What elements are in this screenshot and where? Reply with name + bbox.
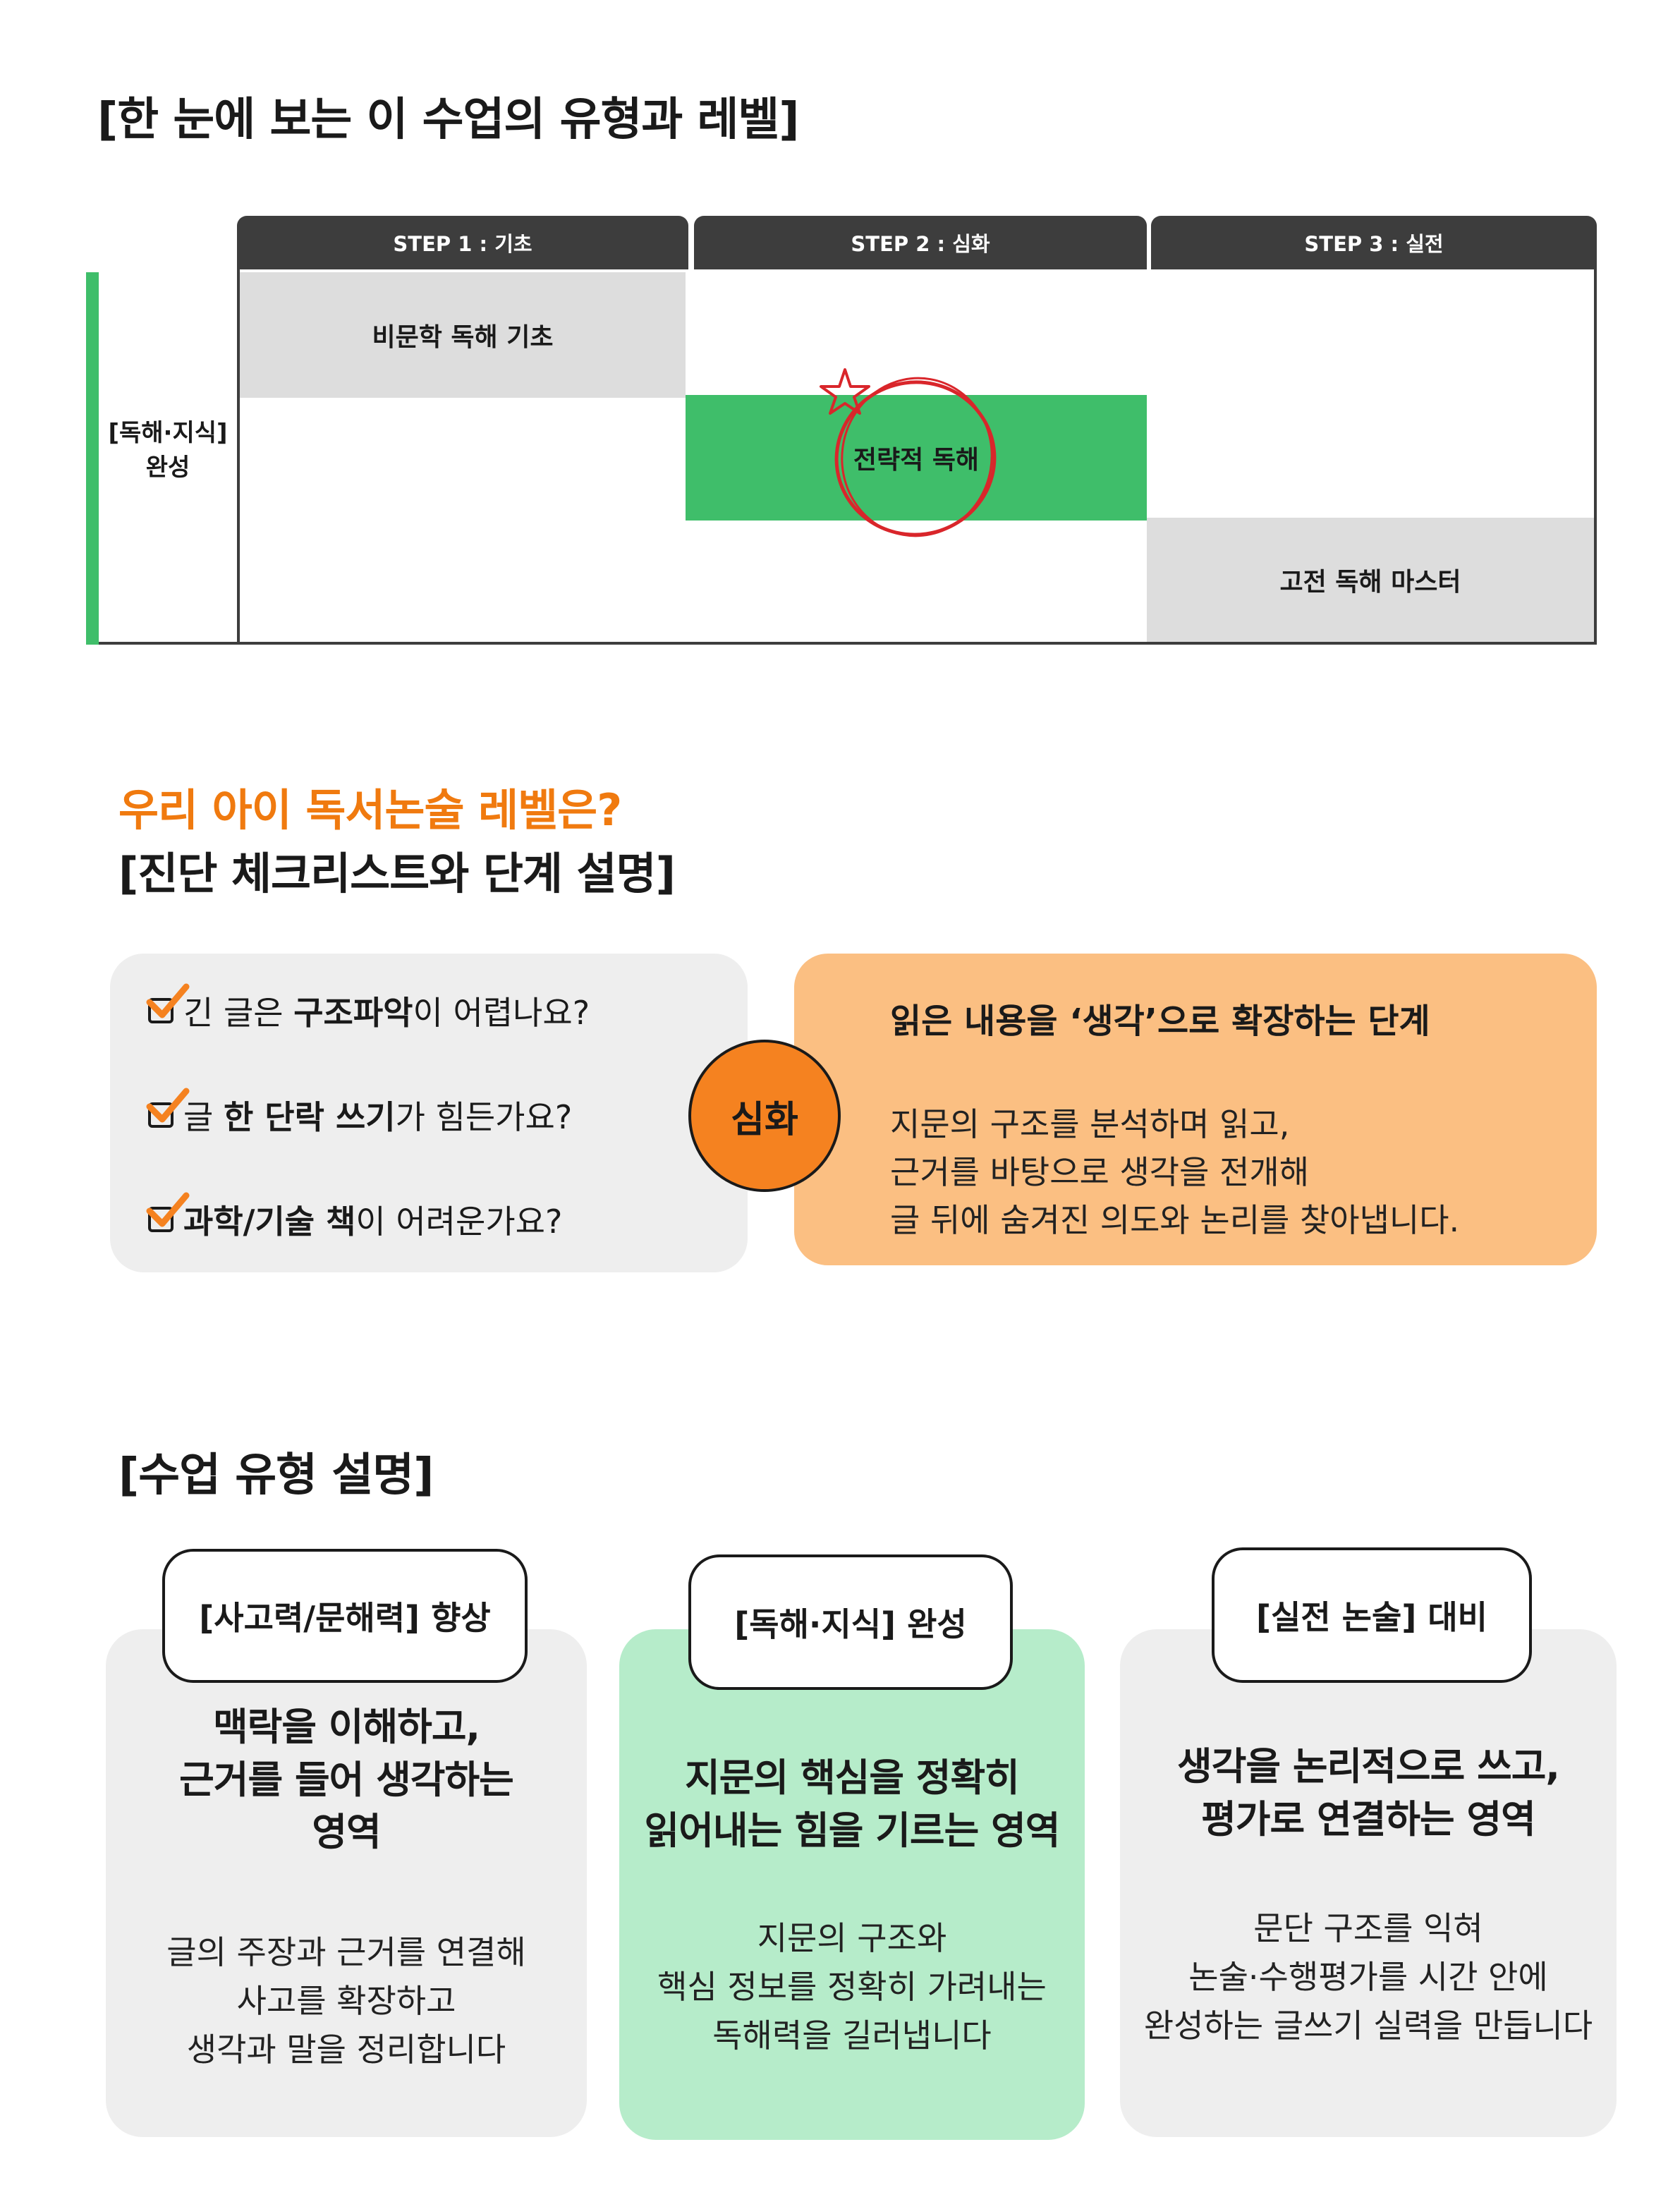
cell-basic-reading: 비문학 독해 기초 <box>240 272 686 398</box>
checklist-text-pre: 긴 글은 <box>183 994 294 1032</box>
card-body-line: 문단 구조를 익혀 <box>1253 1909 1483 1947</box>
checkbox-icon[interactable] <box>146 983 190 1023</box>
level-question-title: 우리 아이 독서논술 레벨은? <box>118 784 622 836</box>
card-pill-thinking: [사고력/문해력] 향상 <box>162 1549 528 1683</box>
stage-info-panel <box>794 954 1597 1265</box>
checklist-text-pre: 글 <box>183 1098 224 1136</box>
level-grid <box>237 269 1597 645</box>
star-mark-icon <box>820 368 870 415</box>
card-pill-essay: [실전 논술] 대비 <box>1212 1547 1532 1683</box>
card-body-line: 논술·수행평가를 시간 안에 <box>1188 1958 1548 1996</box>
class-type-card-thinking <box>106 1629 587 2137</box>
card-body-line: 핵심 정보를 정확히 가려내는 <box>657 1968 1047 2006</box>
checkmark-icon <box>146 1088 190 1123</box>
card-body: 지문의 구조와 핵심 정보를 정확히 가려내는 독해력을 길러냅니다 <box>619 1914 1085 2060</box>
checklist-text-bold: 과학/기술 책 <box>183 1203 356 1241</box>
checkmark-icon <box>146 1192 190 1227</box>
highlight-circle-icon <box>834 377 997 537</box>
card-heading-line: 지문의 핵심을 정확히 <box>685 1755 1020 1800</box>
class-type-card-reading <box>619 1629 1085 2140</box>
step3-header: STEP 3 : 실전 <box>1151 216 1597 269</box>
stage-info-line: 글 뒤에 숨겨진 의도와 논리를 찾아냅니다. <box>890 1201 1460 1239</box>
class-type-section-title: [수업 유형 설명] <box>118 1449 434 1502</box>
checklist-text-post: 이 어렵나요? <box>413 994 590 1032</box>
card-body-line: 독해력을 길러냅니다 <box>712 2016 992 2055</box>
card-body: 문단 구조를 익혀 논술·수행평가를 시간 안에 완성하는 글쓰기 실력을 만듭… <box>1120 1904 1617 2050</box>
card-pill-reading: [독해·지식] 완성 <box>688 1554 1013 1690</box>
row-accent-bar <box>86 272 99 645</box>
checklist-text-post: 이 어려운가요? <box>355 1203 563 1241</box>
card-body-line: 지문의 구조와 <box>757 1919 947 1957</box>
stage-info-line: 지문의 구조를 분석하며 읽고, <box>890 1105 1290 1143</box>
card-body-line: 사고를 확장하고 <box>236 1982 456 2020</box>
card-body-line: 완성하는 글쓰기 실력을 만듭니다 <box>1143 2007 1593 2045</box>
row-label-line2: 완성 <box>145 454 190 482</box>
step1-header: STEP 1 : 기초 <box>237 216 688 269</box>
class-type-card-essay <box>1120 1629 1617 2137</box>
card-heading: 지문의 핵심을 정확히 읽어내는 힘을 기르는 영역 <box>619 1752 1085 1857</box>
card-heading-line: 생각을 논리적으로 쓰고, <box>1177 1744 1560 1789</box>
checklist-text-bold: 구조파악 <box>293 994 413 1032</box>
card-heading-line: 영역 <box>312 1810 381 1855</box>
checklist-text-post: 가 힘든가요? <box>395 1098 573 1136</box>
row-label-box <box>86 269 237 645</box>
card-heading-line: 근거를 들어 생각하는 <box>179 1757 514 1802</box>
checklist-text-bold: 한 단락 쓰기 <box>223 1098 396 1136</box>
checkbox-icon[interactable] <box>146 1088 190 1128</box>
checklist-section-title: [진단 체크리스트와 단계 설명] <box>118 848 676 899</box>
card-heading-line: 읽어내는 힘을 기르는 영역 <box>644 1808 1061 1853</box>
card-body-line: 생각과 말을 정리합니다 <box>186 2031 506 2069</box>
section1-title: [한 눈에 보는 이 수업의 유형과 레벨] <box>97 94 800 146</box>
step2-header: STEP 2 : 심화 <box>694 216 1147 269</box>
level-badge: 심화 <box>688 1040 841 1192</box>
row-label-line1: [독해·지식] <box>108 419 228 447</box>
cell-classic-master: 고전 독해 마스터 <box>1147 518 1594 642</box>
checkmark-icon <box>146 983 190 1018</box>
card-body-line: 글의 주장과 근거를 연결해 <box>166 1933 526 1971</box>
checkbox-icon[interactable] <box>146 1192 190 1232</box>
stage-info-title: 읽은 내용을 ‘생각’으로 확장하는 단계 <box>890 1002 1430 1041</box>
card-heading-line: 맥락을 이해하고, <box>212 1705 480 1749</box>
cell-strategic-reading: 전략적 독해 <box>686 395 1147 521</box>
stage-info-line: 근거를 바탕으로 생각을 전개해 <box>890 1153 1310 1191</box>
row-label: [독해·지식] 완성 <box>99 416 237 486</box>
card-body: 글의 주장과 근거를 연결해 사고를 확장하고 생각과 말을 정리합니다 <box>106 1928 587 2074</box>
card-heading-line: 평가로 연결하는 영역 <box>1201 1796 1536 1842</box>
checklist-panel <box>110 954 748 1272</box>
card-heading: 맥락을 이해하고, 근거를 들어 생각하는 영역 <box>106 1701 587 1859</box>
card-heading: 생각을 논리적으로 쓰고, 평가로 연결하는 영역 <box>1120 1741 1617 1846</box>
